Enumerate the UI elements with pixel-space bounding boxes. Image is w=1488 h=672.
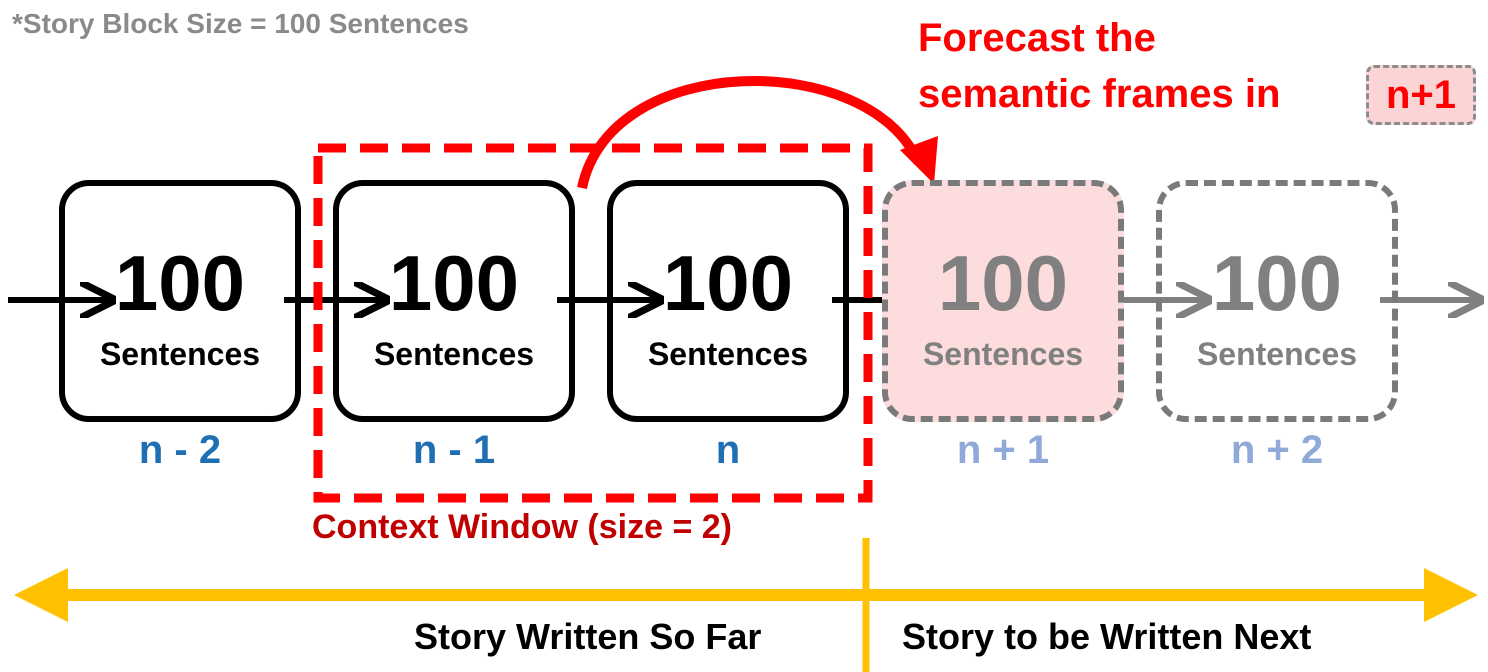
block-number: 100	[114, 239, 246, 327]
block-size-note: *Story Block Size = 100 Sentences	[12, 8, 469, 39]
block-number: 100	[1211, 239, 1343, 327]
index-label-n-minus-2: n - 2	[138, 428, 222, 472]
timeline-arrowhead-left	[14, 568, 68, 622]
index-label-n-plus-2: n + 2	[1230, 428, 1324, 472]
timeline-past-label: Story Written So Far	[414, 616, 762, 657]
story-block-n-minus-1: 100 Sentences	[333, 180, 575, 422]
story-block-n-plus-2: 100 Sentences	[1156, 180, 1398, 422]
block-unit: Sentences	[99, 336, 261, 372]
timeline-arrowhead-right	[1424, 568, 1478, 622]
block-unit: Sentences	[373, 336, 535, 372]
block-unit: Sentences	[922, 336, 1084, 372]
forecast-target-box: n+1	[1366, 65, 1476, 125]
block-number: 100	[388, 239, 520, 327]
timeline-future-label: Story to be Written Next	[902, 616, 1312, 657]
block-number: 100	[662, 239, 794, 327]
block-number: 100	[937, 239, 1069, 327]
forecast-title-line1: Forecast the	[918, 16, 1156, 60]
index-label-n-minus-1: n - 1	[412, 428, 496, 472]
block-unit: Sentences	[1196, 336, 1358, 372]
context-window	[313, 143, 873, 503]
block-unit: Sentences	[647, 336, 809, 372]
index-label-n-plus-1: n + 1	[956, 428, 1050, 472]
forecast-arc	[577, 76, 923, 190]
story-block-n: 100 Sentences	[607, 180, 849, 422]
story-block-n-plus-1: 100 Sentences	[882, 180, 1124, 422]
story-block-n-minus-2: 100 Sentences	[59, 180, 301, 422]
forecast-arrowhead	[900, 136, 938, 184]
index-label-n: n	[715, 428, 741, 472]
context-window-label: Context Window (size = 2)	[312, 508, 733, 546]
forecast-title-line2: semantic frames in	[918, 72, 1281, 116]
